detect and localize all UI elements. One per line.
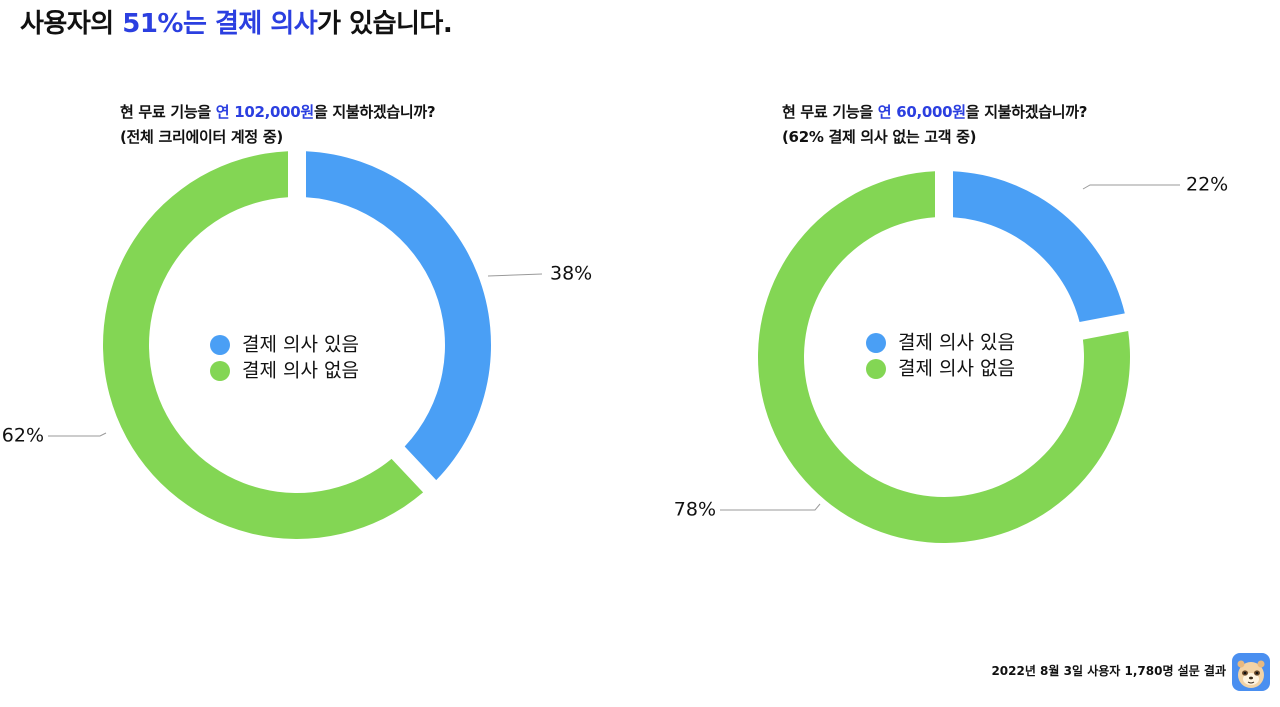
page-headline: 사용자의 51%는 결제 의사가 있습니다. [20, 3, 453, 40]
chart1-leader-line-2 [48, 432, 107, 437]
headline-text: 사용자의 [20, 9, 123, 39]
chart1-slice-no [103, 151, 424, 540]
chart2-legend-label-1: 결제 의사 있음 [898, 332, 1015, 354]
headline-highlight: 51%는 결제 의사 [122, 9, 318, 39]
chart1-legend-swatch-2 [210, 361, 230, 381]
chart2-leader-line-2 [720, 503, 821, 511]
chart1-subtitle: (전체 크리에이터 계정 중) [120, 128, 283, 146]
chart1-legend-label-1: 결제 의사 있음 [242, 334, 359, 356]
chart1-title: 현 무료 기능을 연 102,000원을 지불하겠습니까? (전체 크리에이터 … [120, 100, 436, 150]
meerkat-mascot-icon [1232, 653, 1270, 691]
chart2-legend-swatch-1 [866, 333, 886, 353]
chart2-title: 현 무료 기능을 연 60,000원을 지불하겠습니까? (62% 결제 의사 … [782, 100, 1087, 150]
chart2-data-label-1: 22% [1186, 174, 1228, 196]
chart1-title-price: 연 102,000원 [215, 103, 314, 121]
chart1-slice-yes [306, 151, 491, 481]
chart2-legend-label-2: 결제 의사 없음 [898, 358, 1015, 380]
chart1-title-question: 을 지불하겠습니까? [313, 103, 436, 121]
chart1-legend-swatch-1 [210, 335, 230, 355]
survey-footnote: 2022년 8월 3일 사용자 1,780명 설문 결과 [991, 664, 1226, 678]
chart2-title-question: 을 지불하겠습니까? [965, 103, 1088, 121]
chart2-title-text: 현 무료 기능을 [782, 103, 878, 121]
chart1-legend-label-2: 결제 의사 없음 [242, 360, 359, 382]
chart2-slice-yes [953, 171, 1125, 322]
chart1-data-label-2: 62% [2, 425, 44, 447]
chart1-title-text: 현 무료 기능을 [120, 103, 216, 121]
chart2-legend-swatch-2 [866, 359, 886, 379]
chart1-data-label-1: 38% [550, 263, 592, 285]
chart2-leader-line-1 [1082, 184, 1180, 190]
headline-text-end: 가 있습니다. [317, 9, 453, 39]
chart1-leader-line-1 [487, 273, 543, 277]
chart2-subtitle: (62% 결제 의사 없는 고객 중) [782, 128, 977, 146]
chart2-title-price: 연 60,000원 [877, 103, 966, 121]
chart2-data-label-2: 78% [674, 499, 716, 521]
